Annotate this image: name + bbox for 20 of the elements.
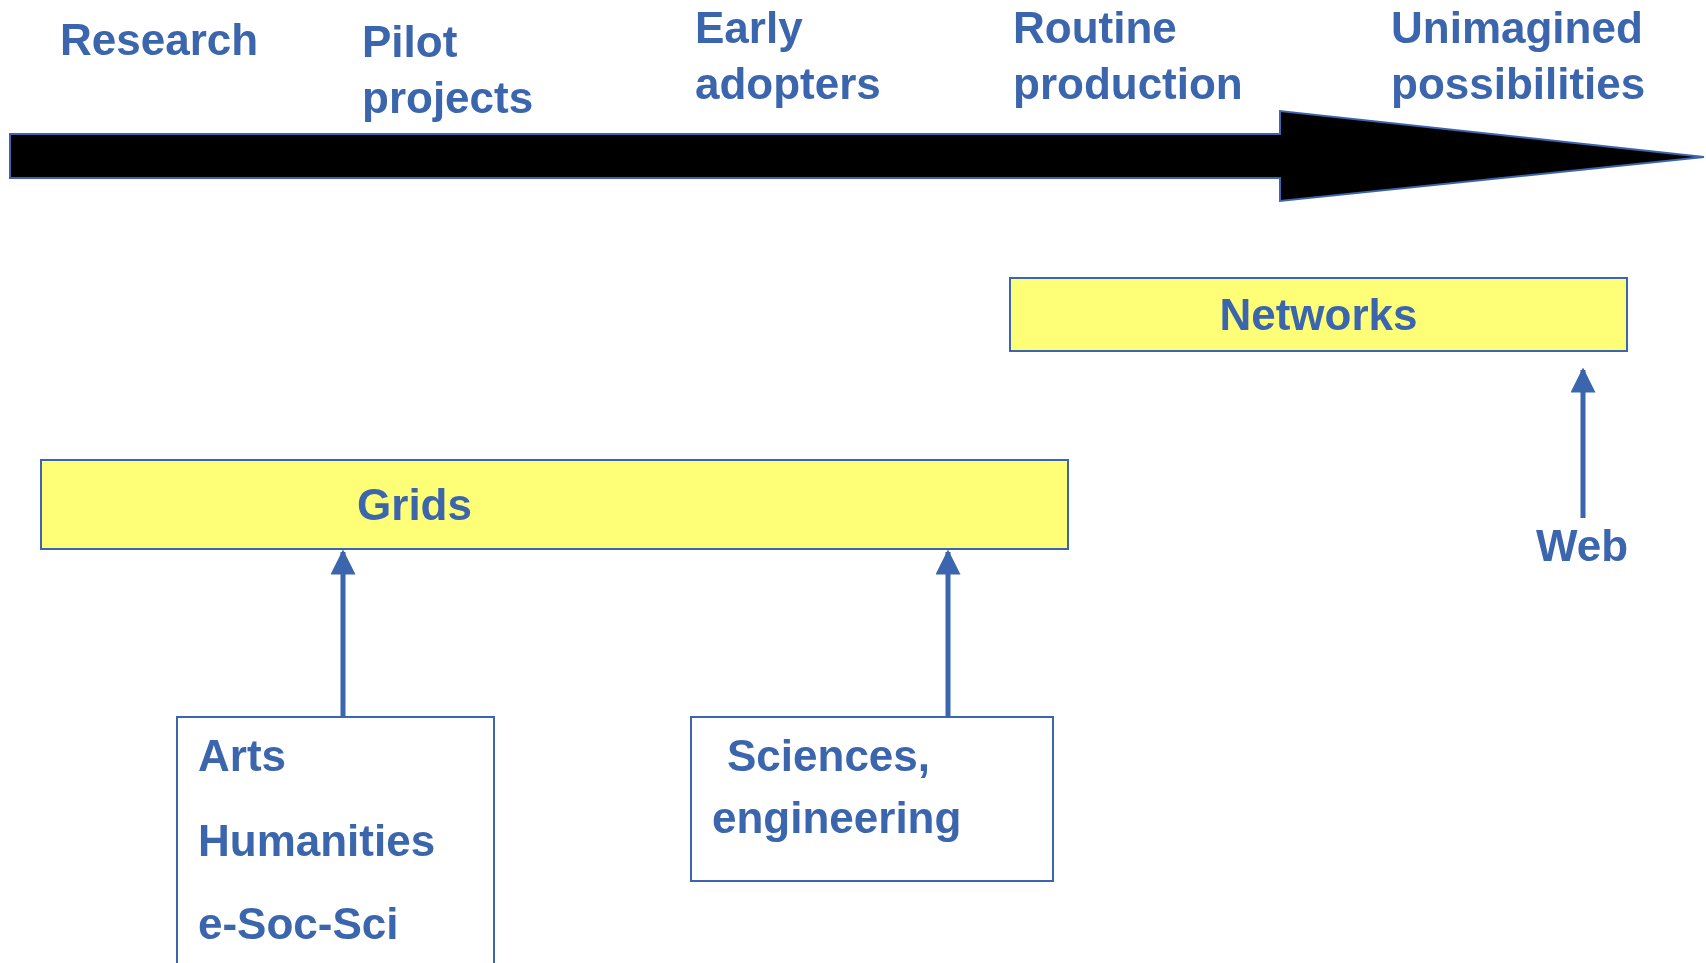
box-label: Grids (356, 478, 473, 531)
stage-label: Pilot projects (362, 16, 535, 124)
box-label: Arts (198, 730, 287, 782)
stage-label: Research (60, 14, 260, 66)
box-label: Sciences, (727, 730, 931, 782)
stage-label: Unimagined possibilities (1391, 2, 1647, 110)
stage-bar (40, 459, 1069, 550)
arrow (1570, 367, 1596, 518)
arrow (935, 549, 961, 716)
box-label: Humanities (198, 815, 436, 867)
node-label: Web (1536, 520, 1629, 572)
category-box (690, 716, 1054, 882)
box-label: Networks (1218, 288, 1419, 341)
stage-label: Early adopters (695, 2, 882, 110)
box-label: engineering (712, 792, 962, 844)
stage-label: Routine production (1013, 2, 1244, 110)
arrow (330, 549, 356, 716)
category-box (176, 716, 495, 963)
stage-bar (1009, 277, 1628, 352)
box-label: e-Soc-Sci (198, 898, 399, 950)
